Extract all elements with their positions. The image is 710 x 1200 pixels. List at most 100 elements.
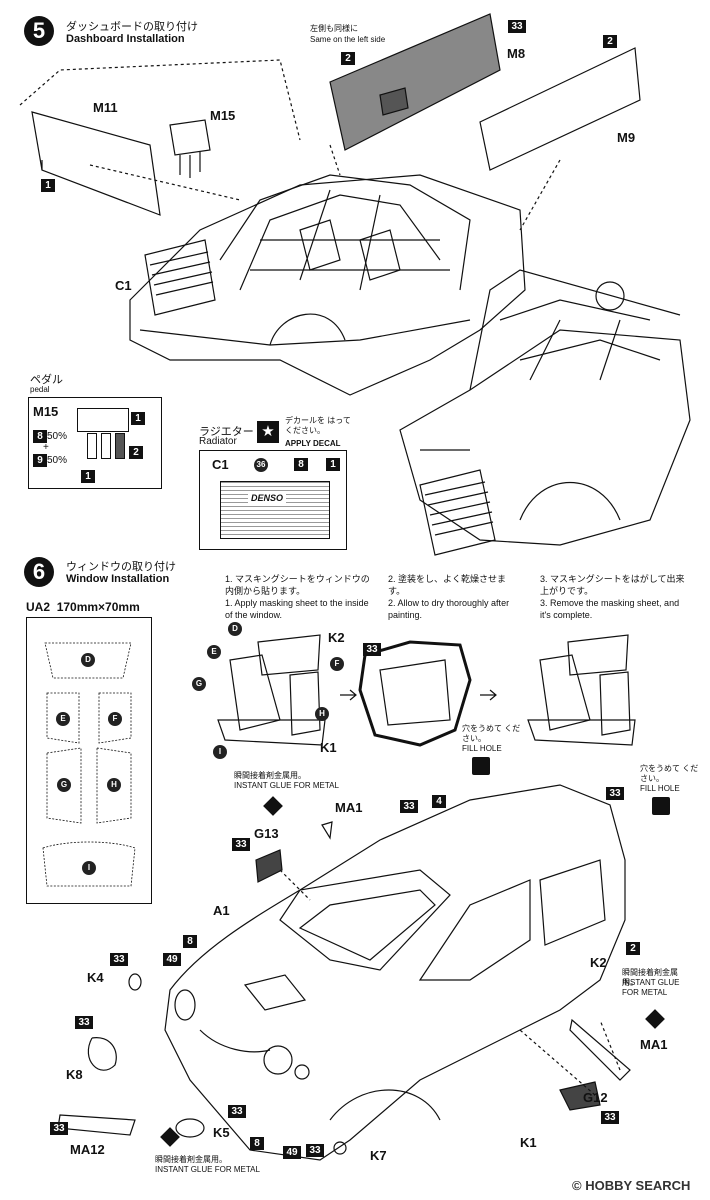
sheet-window-h: H — [107, 778, 121, 792]
label-ma1-2: MA1 — [640, 1037, 668, 1052]
fill-hole-icon — [472, 757, 490, 775]
color-tag-33: 33 — [110, 953, 128, 966]
apply-decal-star-icon: ★ — [257, 421, 279, 443]
radiator-label-jp: ラジエター — [199, 426, 254, 438]
sheet-window-i: I — [82, 861, 96, 875]
radiator-inset: C1 36 8 1 DENSO — [199, 450, 347, 550]
sheet-window-f: F — [108, 712, 122, 726]
pedal-part-label: M15 — [33, 404, 59, 419]
radiator-decal-jp: デカールを はってください。 — [285, 416, 351, 435]
pedal-tag-1: 1 — [131, 412, 145, 425]
label-m11: M11 — [93, 100, 118, 115]
pedal-drawing — [101, 433, 111, 459]
masking-sheet-drawing — [42, 642, 136, 887]
label-m9: M9 — [617, 130, 636, 145]
window-label-k1: K1 — [320, 740, 337, 755]
pedal-label-jp: ペダル — [30, 374, 63, 386]
radiator-tag-8: 8 — [294, 458, 308, 471]
pedal-label-en: pedal — [30, 385, 50, 394]
sheet-window-d: D — [81, 653, 95, 667]
color-tag-2: 2 — [626, 942, 640, 955]
label-ma12: MA12 — [70, 1142, 105, 1157]
fill-hole-jp-2: 穴をうめて ください。 — [640, 764, 699, 783]
radiator-brand-decal: DENSO — [248, 493, 287, 503]
color-tag-2: 2 — [341, 52, 355, 65]
note-left-side-en: Same on the left side — [310, 35, 386, 44]
label-k4: K4 — [87, 970, 104, 985]
color-tag-33: 33 — [75, 1016, 93, 1029]
label-k5: K5 — [213, 1125, 230, 1140]
color-tag-33: 33 — [606, 787, 624, 800]
window-label-d: D — [228, 622, 242, 636]
step-5-title-jp: ダッシュボードの取り付け — [66, 21, 198, 33]
color-tag-33: 33 — [363, 643, 381, 656]
color-tag-33: 33 — [601, 1111, 619, 1124]
step-5-title-en: Dashboard Installation — [66, 33, 185, 45]
window-label-i: I — [213, 745, 227, 759]
label-m8: M8 — [507, 46, 526, 61]
radiator-label-en: Radiator — [199, 436, 237, 447]
color-tag-33: 33 — [228, 1105, 246, 1118]
pedal-tag-1b: 1 — [81, 470, 95, 483]
label-k1: K1 — [520, 1135, 537, 1150]
label-ma1: MA1 — [335, 800, 363, 815]
label-m15: M15 — [210, 108, 236, 123]
color-tag-33: 33 — [400, 800, 418, 813]
label-a1: A1 — [213, 903, 230, 918]
step-5-illustration — [19, 13, 691, 556]
color-tag-33: 33 — [508, 20, 526, 33]
step-5-badge: 5 — [24, 16, 54, 46]
instruction-1: 1. マスキングシートをウィンドウの内側から貼ります。 1. Apply mas… — [225, 574, 370, 620]
color-tag-33: 33 — [232, 838, 250, 851]
label-g12: G12 — [583, 1090, 608, 1105]
window-label-e: E — [207, 645, 221, 659]
glue-note-jp-2: 瞬間接着剤金属用。 — [622, 968, 678, 987]
sheet-window-e: E — [56, 712, 70, 726]
hobby-search-watermark: © HOBBY SEARCH — [572, 1178, 691, 1193]
fill-hole-en: FILL HOLE — [462, 744, 502, 753]
pedal-drawing — [87, 433, 97, 459]
step-6-illustration — [57, 634, 636, 1161]
radiator-decal-36: 36 — [254, 458, 268, 472]
pedal-tag-2: 2 — [129, 446, 143, 459]
note-left-side-jp: 左側も同様に — [310, 24, 358, 33]
instruction-3: 3. マスキングシートをはがして出来上がりです。 3. Remove the m… — [540, 574, 685, 620]
glue-note-jp-3: 瞬間接着剤金属用。 — [155, 1155, 227, 1164]
window-label-k2: K2 — [328, 630, 345, 645]
color-tag-33: 33 — [306, 1144, 324, 1157]
label-k7: K7 — [370, 1148, 387, 1163]
step-6-badge: 6 — [24, 557, 54, 587]
color-tag-1: 1 — [41, 179, 55, 192]
glue-note-en-2: INSTANT GLUE FOR METAL — [622, 978, 680, 997]
color-tag-8: 8 — [183, 935, 197, 948]
window-label-f: F — [330, 657, 344, 671]
pedal-drawing — [115, 433, 125, 459]
sheet-window-g: G — [57, 778, 71, 792]
radiator-grille — [220, 481, 330, 539]
step-6-title-en: Window Installation — [66, 573, 170, 585]
instruction-2: 2. 塗装をし、よく乾燥させます。 2. Allow to dry thorou… — [388, 574, 510, 620]
glue-note-jp: 瞬間接着剤金属用。 — [234, 771, 306, 780]
label-c1: C1 — [115, 278, 132, 293]
label-k2: K2 — [590, 955, 607, 970]
fill-hole-jp: 穴をうめて ください。 — [462, 724, 521, 743]
pedal-plus: + — [43, 442, 49, 453]
step-6-title-jp: ウィンドウの取り付け — [66, 561, 176, 573]
radiator-tag-1: 1 — [326, 458, 340, 471]
fill-hole-en-2: FILL HOLE — [640, 784, 680, 793]
label-g13: G13 — [254, 826, 279, 841]
color-tag-4: 4 — [432, 795, 446, 808]
label-k8: K8 — [66, 1067, 83, 1082]
window-label-g: G — [192, 677, 206, 691]
color-tag-33: 33 — [50, 1122, 68, 1135]
color-tag-49: 49 — [283, 1146, 301, 1159]
fill-hole-icon — [652, 797, 670, 815]
radiator-decal-en: APPLY DECAL — [285, 439, 341, 448]
color-tag-2: 2 — [603, 35, 617, 48]
pedal-box-drawing — [77, 408, 129, 432]
glue-note-en-3: INSTANT GLUE FOR METAL — [155, 1165, 260, 1174]
color-tag-8: 8 — [250, 1137, 264, 1150]
glue-note-en: INSTANT GLUE FOR METAL — [234, 781, 339, 790]
